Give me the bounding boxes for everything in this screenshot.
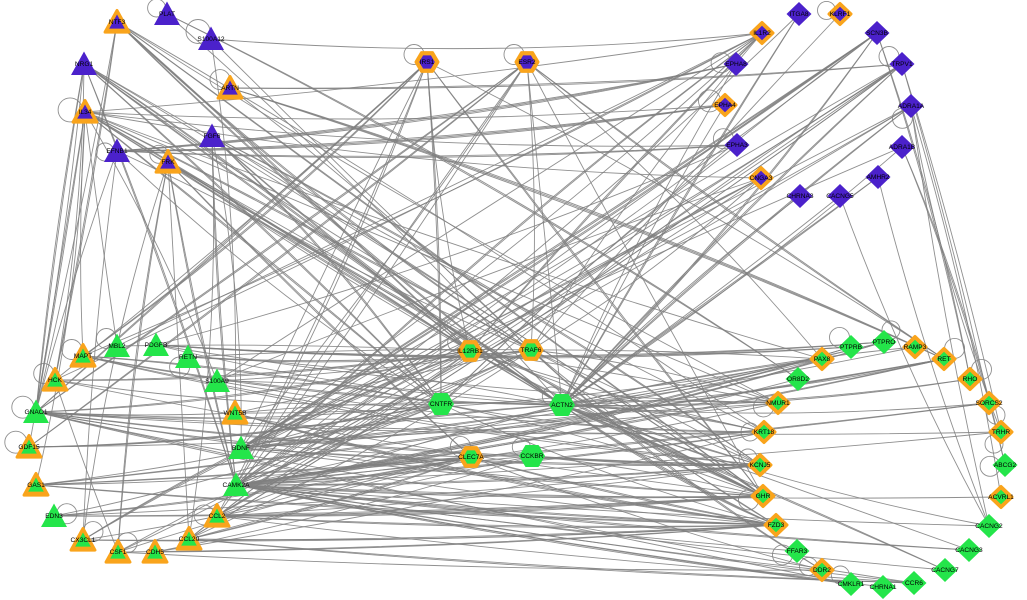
svg-text:GAS1: GAS1 — [27, 482, 45, 489]
svg-text:ADRA1A: ADRA1A — [898, 103, 925, 110]
svg-text:KLRF1: KLRF1 — [830, 11, 851, 18]
svg-text:ARTN: ARTN — [221, 85, 239, 92]
svg-text:CSF1: CSF1 — [110, 549, 127, 556]
svg-text:IL12RB1: IL12RB1 — [457, 348, 483, 355]
svg-text:MAPT: MAPT — [74, 353, 92, 360]
svg-text:CCL2: CCL2 — [209, 513, 226, 520]
svg-text:PTPRO: PTPRO — [873, 339, 896, 346]
svg-text:RETN: RETN — [179, 354, 197, 361]
svg-text:CCL20: CCL20 — [179, 536, 200, 543]
svg-text:PAX8: PAX8 — [814, 356, 831, 363]
svg-text:CHRNA1: CHRNA1 — [869, 584, 896, 591]
svg-text:OR8D2: OR8D2 — [787, 376, 809, 383]
svg-text:CAMK2A: CAMK2A — [222, 482, 250, 489]
svg-text:WNT5B: WNT5B — [223, 410, 247, 417]
svg-text:ACVRL1: ACVRL1 — [988, 494, 1014, 501]
svg-text:MBL2: MBL2 — [108, 343, 126, 350]
svg-text:RHO: RHO — [963, 376, 978, 383]
svg-text:ACTN2: ACTN2 — [551, 402, 573, 409]
svg-text:CACNG5: CACNG5 — [826, 193, 854, 200]
svg-text:EDN3: EDN3 — [45, 513, 63, 520]
svg-text:IL1R2: IL1R2 — [753, 30, 771, 37]
svg-text:CLEC7A: CLEC7A — [458, 454, 484, 461]
svg-text:CDH5: CDH5 — [146, 549, 164, 556]
svg-text:SORCS2: SORCS2 — [975, 400, 1002, 407]
svg-text:CX3CL1: CX3CL1 — [71, 537, 96, 544]
svg-text:S100A9: S100A9 — [205, 378, 229, 385]
svg-text:TRHR: TRHR — [992, 429, 1011, 436]
svg-text:AMHR2: AMHR2 — [866, 174, 889, 181]
svg-text:CHRNA3: CHRNA3 — [786, 193, 813, 200]
svg-text:FFAR3: FFAR3 — [787, 548, 808, 555]
svg-text:RET: RET — [937, 356, 950, 363]
svg-text:GHR: GHR — [756, 493, 771, 500]
svg-text:HCK: HCK — [48, 377, 63, 384]
svg-text:RAMP3: RAMP3 — [904, 344, 927, 351]
svg-text:GDF15: GDF15 — [18, 444, 40, 451]
svg-text:KCNJ5: KCNJ5 — [750, 462, 771, 469]
svg-text:PTPRB: PTPRB — [840, 344, 863, 351]
svg-text:NMUR1: NMUR1 — [766, 400, 790, 407]
svg-text:PLAT: PLAT — [159, 11, 175, 18]
svg-text:CACNG2: CACNG2 — [975, 523, 1003, 530]
svg-text:FGF6: FGF6 — [204, 133, 221, 140]
svg-text:NRG1: NRG1 — [75, 61, 94, 68]
svg-text:EPHA3: EPHA3 — [726, 142, 748, 149]
svg-text:SCN3B: SCN3B — [866, 30, 889, 37]
svg-text:IRS1: IRS1 — [420, 59, 435, 66]
svg-text:FZD3: FZD3 — [768, 522, 785, 529]
svg-text:EPHA4: EPHA4 — [714, 102, 736, 109]
svg-text:DDR2: DDR2 — [813, 567, 831, 574]
svg-text:CNTFR: CNTFR — [430, 401, 453, 408]
svg-text:EFNB1: EFNB1 — [106, 148, 128, 155]
svg-text:GNAO1: GNAO1 — [24, 409, 47, 416]
svg-text:CMKLR1: CMKLR1 — [838, 581, 865, 588]
svg-text:TRPV1: TRPV1 — [891, 61, 913, 68]
svg-text:ESR2: ESR2 — [518, 59, 536, 66]
svg-text:TRAF6: TRAF6 — [521, 347, 542, 354]
svg-text:EPHA8: EPHA8 — [725, 61, 747, 68]
svg-text:NTF3: NTF3 — [109, 19, 126, 26]
svg-text:S100A12: S100A12 — [197, 36, 224, 43]
svg-text:CACNG7: CACNG7 — [931, 567, 959, 574]
svg-text:CCR6: CCR6 — [905, 580, 923, 587]
svg-text:ABCG2: ABCG2 — [994, 462, 1017, 469]
svg-text:KRT18: KRT18 — [754, 429, 775, 436]
svg-text:CACNG3: CACNG3 — [955, 547, 983, 554]
svg-text:CCKBR: CCKBR — [520, 453, 543, 460]
svg-text:CNGA3: CNGA3 — [750, 175, 773, 182]
svg-text:FRK: FRK — [161, 159, 175, 166]
svg-text:ADRA1B: ADRA1B — [889, 144, 916, 151]
svg-text:BDNF: BDNF — [232, 445, 250, 452]
svg-text:IL34: IL34 — [79, 109, 92, 116]
svg-text:ITGA8: ITGA8 — [789, 11, 808, 18]
svg-text:PDGFB: PDGFB — [145, 342, 168, 349]
